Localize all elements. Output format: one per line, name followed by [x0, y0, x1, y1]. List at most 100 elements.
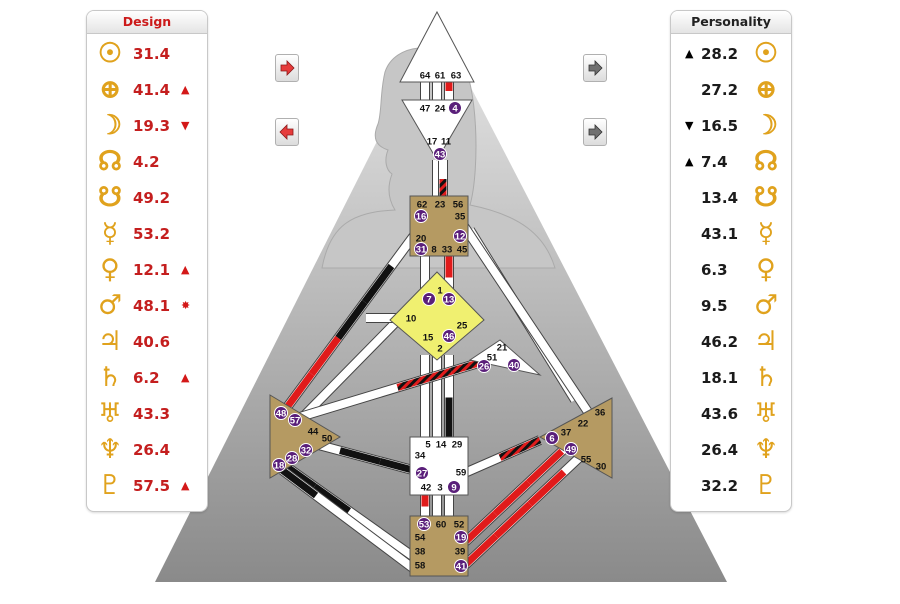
- fixing-mark: ✸: [181, 299, 191, 312]
- gate-52-label: 52: [454, 520, 465, 531]
- fixing-mark: ▲: [685, 47, 694, 60]
- design-next-button[interactable]: [275, 54, 299, 82]
- channel-55-39-fill: [527, 469, 567, 507]
- gate-36-label: 36: [595, 408, 606, 419]
- channel-28-38-fill: [279, 467, 319, 499]
- mars-icon: ♂: [97, 290, 123, 321]
- gate-line-value: 4.2: [133, 153, 160, 171]
- gate-5-label: 5: [425, 440, 431, 451]
- gate-13-activation: [442, 292, 456, 306]
- gate-line-value: 6.3: [701, 261, 728, 279]
- gate-41-label: 41: [456, 562, 467, 573]
- personality-row-saturn: ♄18.1: [671, 361, 791, 395]
- gate-line-value: 27.2: [701, 81, 739, 99]
- gate-38-label: 38: [415, 547, 426, 558]
- gate-23-label: 23: [435, 200, 446, 211]
- personality-row-pluto: ♇32.2: [671, 469, 791, 503]
- south-node-icon: ☋: [98, 182, 122, 213]
- channel-32-54-fill: [312, 483, 352, 514]
- channel-20-57-fill: [282, 371, 315, 413]
- gate-41-activation: [454, 559, 468, 573]
- gate-27-activation: [415, 466, 429, 480]
- gate-64-label: 64: [420, 71, 431, 82]
- fixing-mark: ▲: [181, 263, 190, 276]
- gate-32-label: 32: [301, 446, 312, 457]
- gate-33-label: 33: [442, 245, 453, 256]
- personality-row-uranus: ♅43.6: [671, 397, 791, 431]
- gate-53-activation: [417, 517, 431, 531]
- gate-3-label: 3: [437, 483, 442, 494]
- saturn-icon: ♄: [97, 362, 123, 393]
- gate-43-label: 43: [435, 150, 446, 161]
- gate-51-label: 51: [487, 353, 498, 364]
- gate-13-label: 13: [444, 295, 455, 306]
- gate-19-activation: [454, 530, 468, 544]
- design-row-pluto: ♇57.5▲: [87, 469, 207, 503]
- north-node-icon: ☊: [754, 146, 778, 177]
- channels: [277, 82, 602, 576]
- design-row-saturn: ♄6.2▲: [87, 361, 207, 395]
- gate-50-label: 50: [322, 434, 333, 445]
- personality-row-earth: ⊕ 27.2: [671, 73, 791, 107]
- jupiter-icon: ♃: [753, 326, 779, 357]
- gate-8-label: 8: [431, 245, 436, 256]
- earth-icon: ⊕: [754, 74, 778, 105]
- design-prev-button[interactable]: [275, 118, 299, 146]
- channel-49-19-fill: [526, 448, 565, 486]
- gate-58-label: 58: [415, 561, 426, 572]
- gate-line-value: 28.2: [701, 45, 739, 63]
- neptune-icon: ♆: [753, 434, 779, 465]
- channel-55-39-fill: [493, 501, 533, 539]
- design-row-north-node: ☊ 4.2: [87, 145, 207, 179]
- gate-1-label: 1: [437, 286, 443, 297]
- personality-row-mars: ♂9.5: [671, 289, 791, 323]
- gate-37-label: 37: [561, 428, 572, 439]
- gate-35-label: 35: [455, 212, 466, 223]
- design-row-mars: ♂48.1✸: [87, 289, 207, 323]
- gate-46-activation: [442, 329, 456, 343]
- gate-29-label: 29: [452, 440, 463, 451]
- gate-line-value: 9.5: [701, 297, 728, 315]
- saturn-icon: ♄: [753, 362, 779, 393]
- personality-row-jupiter: ♃ 46.2: [671, 325, 791, 359]
- uranus-icon: ♅: [97, 398, 123, 429]
- gate-18-activation: [272, 458, 286, 472]
- gate-line-value: 46.2: [701, 333, 739, 351]
- gate-10-label: 10: [406, 314, 417, 325]
- design-panel-title: Design: [87, 11, 207, 34]
- design-row-venus: ♀12.1▲: [87, 253, 207, 287]
- mercury-icon: ☿: [757, 218, 775, 249]
- gate-19-label: 19: [456, 533, 467, 544]
- heart-center: [468, 339, 542, 376]
- gate-26-activation: [477, 359, 491, 373]
- gate-12-label: 12: [455, 232, 466, 243]
- gate-60-label: 60: [436, 520, 447, 531]
- personality-prev-button[interactable]: [583, 118, 607, 146]
- personality-row-north-node: ☊7.4▲: [671, 145, 791, 179]
- arrow-left-icon: [279, 124, 294, 140]
- gate-line-value: 43.3: [133, 405, 171, 423]
- gate-49-label: 49: [566, 445, 577, 456]
- design-row-jupiter: ♃40.6: [87, 325, 207, 359]
- gate-49-activation: [564, 442, 578, 456]
- gate-line-value: 6.2: [133, 369, 160, 387]
- personality-row-south-node: ☋13.4: [671, 181, 791, 215]
- channel-6-59-fill: [498, 436, 542, 461]
- south-node-icon: ☋: [754, 182, 778, 213]
- gate-31-activation: [414, 242, 428, 256]
- pluto-icon: ♇: [753, 470, 779, 501]
- personality-next-button[interactable]: [583, 54, 607, 82]
- venus-icon: ♀: [756, 254, 776, 285]
- gate-line-value: 53.2: [133, 225, 171, 243]
- gate-line-value: 57.5: [133, 477, 171, 495]
- gate-7-activation: [422, 292, 436, 306]
- gate-21-label: 21: [497, 343, 508, 354]
- gate-15-label: 15: [423, 333, 434, 344]
- gate-7-label: 7: [426, 295, 431, 306]
- gate-line-value: 26.4: [701, 441, 739, 459]
- north-node-icon: ☊: [98, 146, 122, 177]
- fixing-mark: ▼: [685, 119, 694, 132]
- gate-9-activation: [447, 480, 461, 494]
- gate-30-label: 30: [596, 462, 607, 473]
